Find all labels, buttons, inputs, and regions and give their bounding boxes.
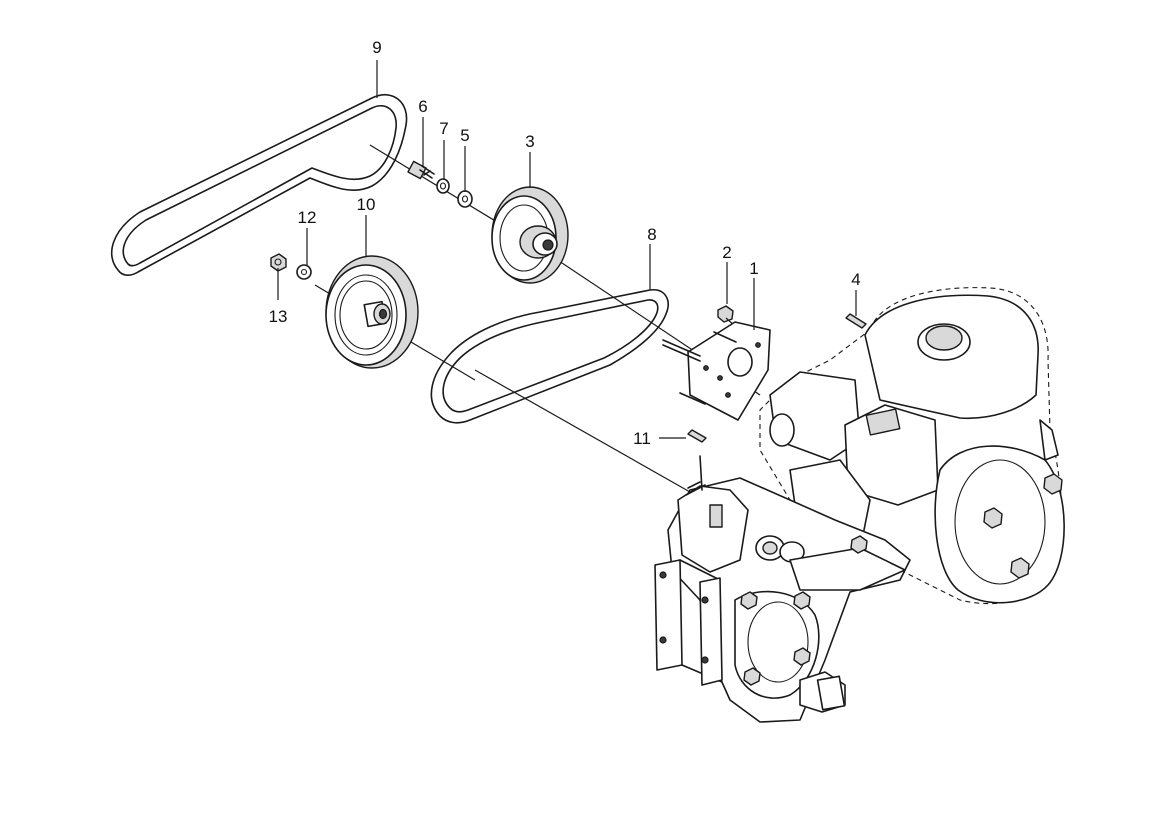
callout-11: 11	[633, 429, 651, 448]
key-part-11	[687, 429, 707, 443]
callout-6: 6	[418, 97, 427, 116]
driven-pulley-part-10	[325, 255, 419, 369]
callout-4: 4	[851, 270, 860, 289]
callout-labels: 9 6 7 5 3 12 10 13 8 2 1 4 11	[269, 38, 861, 448]
callout-5: 5	[460, 126, 469, 145]
engine-assembly	[759, 287, 1065, 605]
callout-9: 9	[372, 38, 381, 57]
callout-1: 1	[749, 259, 758, 278]
v-belt-center-part-8	[430, 289, 669, 424]
washer-part-12	[296, 264, 312, 280]
nut-part-13	[270, 253, 287, 272]
callout-10: 10	[357, 195, 376, 214]
callout-8: 8	[647, 225, 656, 244]
callout-12: 12	[298, 208, 317, 227]
callout-7: 7	[439, 119, 448, 138]
washer-part-5	[457, 190, 473, 208]
callout-13: 13	[269, 307, 288, 326]
side-bracket	[654, 559, 723, 686]
callout-2: 2	[722, 243, 731, 262]
bolt-part-2	[717, 305, 736, 327]
key-part-4	[845, 313, 867, 329]
transmission-gearbox	[667, 455, 911, 723]
lock-washer-part-7	[436, 178, 450, 194]
callout-leaders	[277, 60, 857, 439]
drive-pulley-part-3	[491, 186, 569, 284]
bolt-part-6	[407, 160, 435, 180]
mounting-plate-part-1	[662, 321, 771, 421]
v-belt-upper-part-9	[110, 93, 408, 276]
callout-3: 3	[525, 132, 534, 151]
